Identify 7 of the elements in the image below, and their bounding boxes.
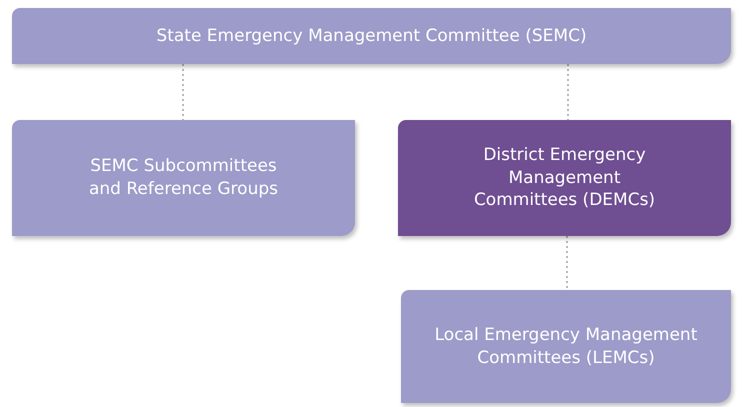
connector-line xyxy=(182,64,184,120)
committee-box: SEMC Subcommittees and Reference Groups xyxy=(12,120,355,236)
connector-line xyxy=(567,64,569,120)
committee-box: Local Emergency Management Committees (LEMCs) xyxy=(401,290,731,403)
committee-box: District Emergency Management Committees (DEMCs) xyxy=(398,120,731,236)
committee-box: State Emergency Management Committee (SEMC) xyxy=(12,8,731,64)
connector-line xyxy=(566,236,568,290)
